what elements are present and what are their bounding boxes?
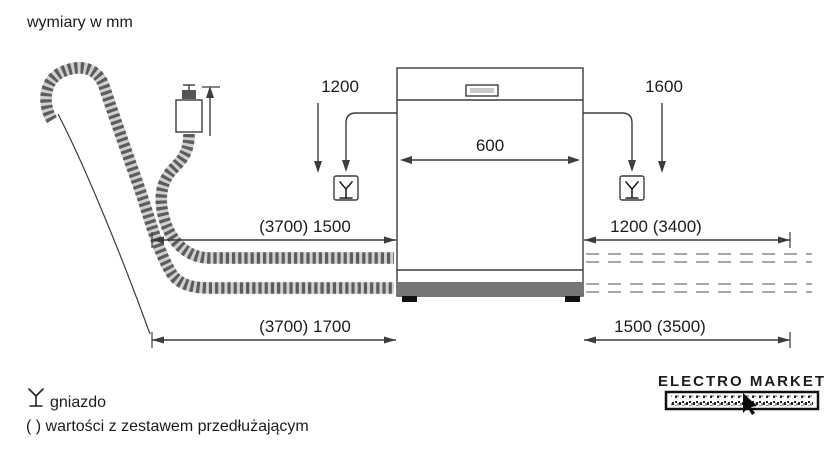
socket-arm <box>339 181 347 190</box>
right-lower-label: 1500 (3500) <box>614 317 706 336</box>
cursor-arrow-icon <box>743 393 757 415</box>
supply-hose-dimension: (3700) 1500 <box>151 217 396 248</box>
tap-height-arrow <box>202 86 220 136</box>
socket-icon <box>28 388 44 407</box>
supply-hose-label: (3700) 1500 <box>259 217 351 236</box>
legend-socket-label: gniazdo <box>50 394 106 411</box>
logo-title: ELECTRO MARKET <box>658 373 826 390</box>
arrowhead <box>584 236 596 244</box>
aquastop-box <box>175 99 203 133</box>
dishwasher <box>396 67 584 302</box>
arrowhead <box>584 336 596 344</box>
socket-arm <box>28 388 37 397</box>
arrowhead <box>628 160 636 172</box>
arrowhead <box>658 161 666 173</box>
arrowhead <box>384 336 396 344</box>
power-cord-line <box>57 113 151 335</box>
socket-icon <box>333 175 359 201</box>
right-upper-label: 1200 (3400) <box>610 217 702 236</box>
right-upper-dimension: 1200 (3400) <box>584 217 791 248</box>
arrowhead <box>568 156 580 164</box>
width-dimension: 600 <box>400 136 580 164</box>
page-title: wymiary w mm <box>26 14 133 31</box>
socket-box <box>333 175 359 201</box>
display-panel <box>465 84 499 97</box>
arrowhead <box>152 236 164 244</box>
drain-hose-dimension: (3700) 1700 <box>151 317 396 348</box>
store-logo: ELECTRO MARKET <box>658 373 826 415</box>
arrowhead <box>400 156 412 164</box>
left-cable-path <box>345 112 397 166</box>
arrowhead <box>384 236 396 244</box>
arrowhead <box>314 161 322 173</box>
left-cable-label: 1200 <box>321 77 359 96</box>
right-lower-dimension: 1500 (3500) <box>584 317 791 348</box>
drain-hose <box>40 62 394 294</box>
right-cable-path <box>583 112 633 166</box>
dishwasher-outline <box>396 67 584 297</box>
right-foot <box>565 296 580 302</box>
drain-hose-label: (3700) 1700 <box>259 317 351 336</box>
socket-arm <box>631 181 639 190</box>
width-dim-label: 600 <box>476 136 504 155</box>
arrowhead <box>152 336 164 344</box>
tap-icon <box>182 90 196 99</box>
socket-box <box>619 175 645 201</box>
socket-arm <box>35 388 44 397</box>
right-cable-dimension: 1600 <box>583 77 683 201</box>
hose-extension-dashed <box>586 253 812 293</box>
legend-extension-note: ( ) wartości z zestawem przedłużającym <box>26 418 309 435</box>
logo-subtext-texture <box>671 395 813 406</box>
socket-arm <box>345 181 353 190</box>
arrowhead <box>342 160 350 172</box>
socket-arm <box>625 181 633 190</box>
left-foot <box>402 296 417 302</box>
tap-assembly <box>175 84 220 136</box>
toe-kick-band <box>398 282 582 296</box>
supply-hose-corrugation <box>155 133 394 264</box>
left-cable-dimension: 1200 <box>314 77 397 201</box>
right-cable-label: 1600 <box>645 77 683 96</box>
socket-icon <box>619 175 645 201</box>
legend: gniazdo ( ) wartości z zestawem przedłuż… <box>26 388 309 435</box>
hoses <box>40 62 394 294</box>
arrowhead <box>206 86 214 98</box>
display-screen <box>470 88 494 93</box>
arrowhead <box>778 336 790 344</box>
arrowhead <box>778 236 790 244</box>
